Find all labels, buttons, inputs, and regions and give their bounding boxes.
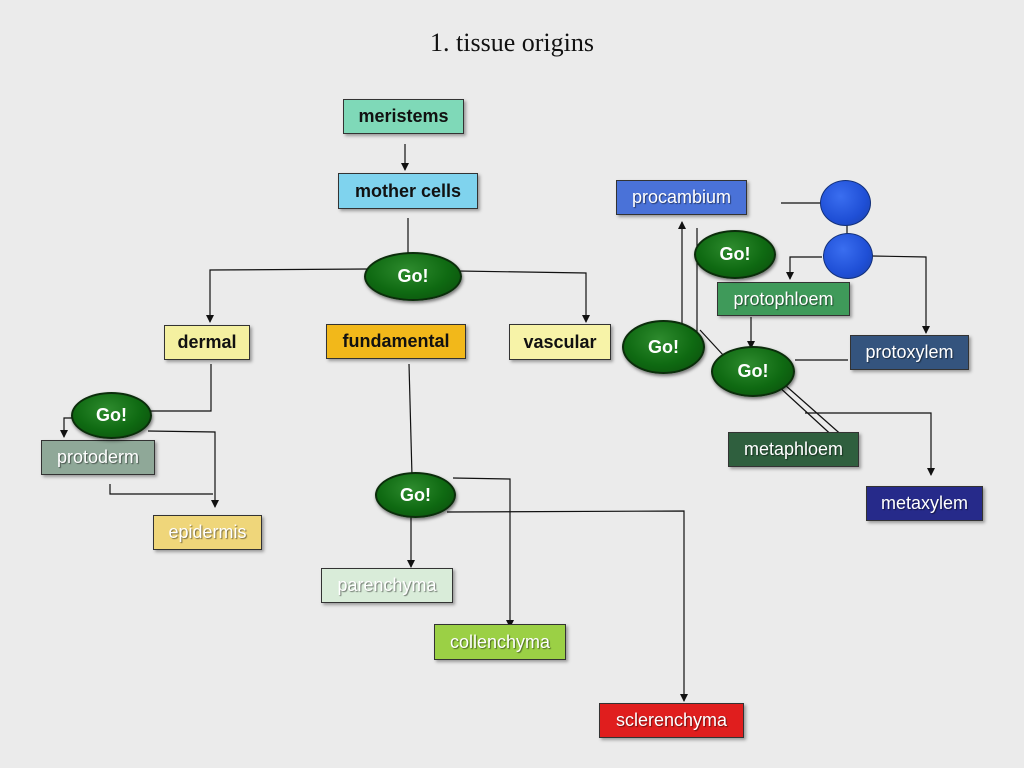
box-protoderm: protoderm <box>41 440 155 475</box>
go-button-top[interactable]: Go! <box>364 252 462 301</box>
box-protoxylem: protoxylem <box>850 335 969 370</box>
box-dermal: dermal <box>164 325 250 360</box>
box-meristems: meristems <box>343 99 464 134</box>
go-button-procambium-left[interactable]: Go! <box>622 320 705 374</box>
go-button-dermal[interactable]: Go! <box>71 392 152 439</box>
box-collenchyma: collenchyma <box>434 624 566 660</box>
box-vascular: vascular <box>509 324 611 360</box>
go-button-fundamental[interactable]: Go! <box>375 472 456 518</box>
box-mother-cells: mother cells <box>338 173 478 209</box>
box-metaphloem: metaphloem <box>728 432 859 467</box>
go-button-procambium-upper[interactable]: Go! <box>694 230 776 279</box>
box-parenchyma: parenchyma <box>321 568 453 603</box>
box-epidermis: epidermis <box>153 515 262 550</box>
blue-circle-upper <box>820 180 871 226</box>
go-button-procambium-lower[interactable]: Go! <box>711 346 795 397</box>
box-metaxylem: metaxylem <box>866 486 983 521</box>
page-title: 1. tissue origins <box>430 28 594 57</box>
box-protophloem: protophloem <box>717 282 850 316</box>
box-sclerenchyma: sclerenchyma <box>599 703 744 738</box>
box-fundamental: fundamental <box>326 324 466 359</box>
box-procambium: procambium <box>616 180 747 215</box>
blue-circle-lower <box>823 233 873 279</box>
